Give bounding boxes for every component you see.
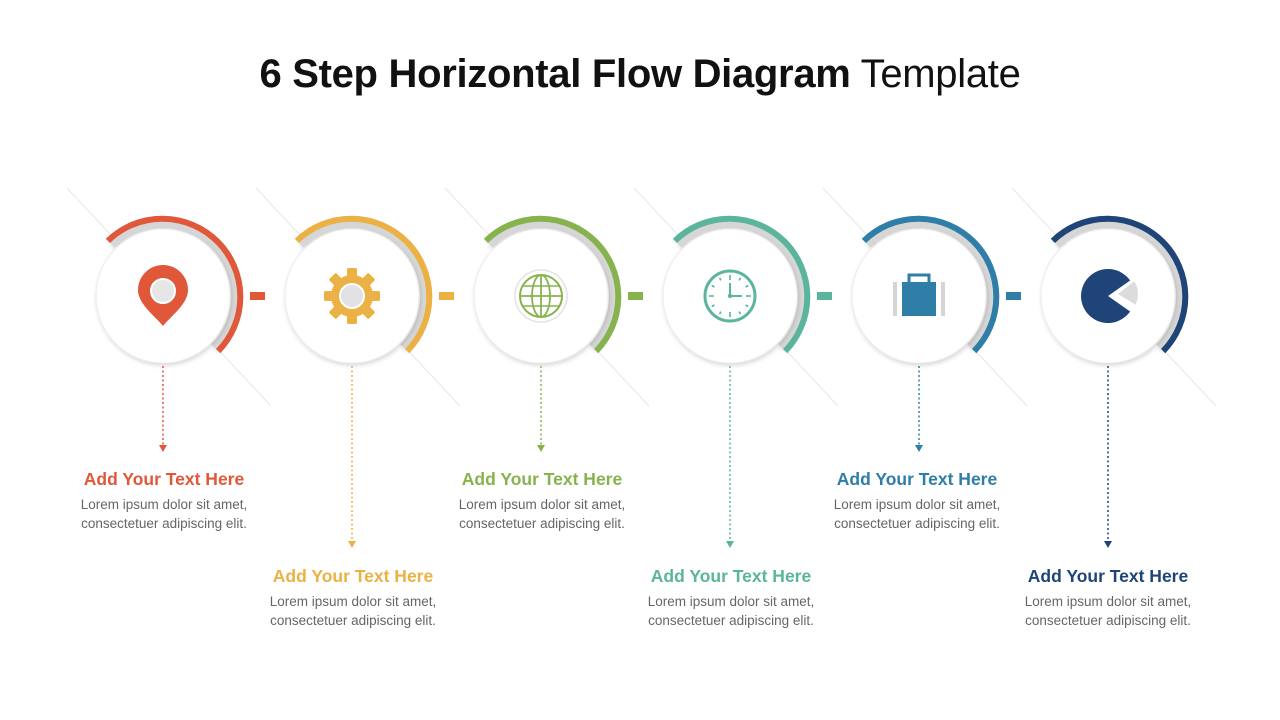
step-1-text-line2: consectetuer adipiscing elit. bbox=[81, 516, 247, 531]
step-5-text-line1: Lorem ipsum dolor sit amet, bbox=[833, 497, 1001, 512]
step-2-text-line2: consectetuer adipiscing elit. bbox=[270, 613, 436, 628]
step-3-node bbox=[444, 187, 650, 452]
step-6-node bbox=[1011, 187, 1217, 548]
gray-arc bbox=[298, 220, 428, 350]
step-5-heading: Add Your Text Here bbox=[836, 469, 998, 489]
gray-arc bbox=[487, 220, 617, 350]
color-arc bbox=[483, 215, 622, 354]
step-1-text-line1: Lorem ipsum dolor sit amet, bbox=[80, 497, 248, 512]
gray-arc bbox=[1054, 220, 1184, 350]
globe-icon bbox=[514, 269, 568, 323]
title-regular: Template bbox=[860, 52, 1021, 96]
step-6-text-line1: Lorem ipsum dolor sit amet, bbox=[1024, 594, 1192, 609]
arrow-head bbox=[348, 541, 356, 548]
gray-arc bbox=[676, 220, 806, 350]
gray-arc bbox=[865, 220, 995, 350]
step-1-node bbox=[66, 187, 272, 452]
step-6-text-line2: consectetuer adipiscing elit. bbox=[1025, 613, 1191, 628]
map-pin-icon bbox=[138, 265, 188, 326]
step-4-label: Add Your Text Here Lorem ipsum dolor sit… bbox=[611, 566, 851, 630]
color-arc bbox=[294, 215, 433, 354]
step-4-heading: Add Your Text Here bbox=[650, 566, 812, 586]
briefcase-icon bbox=[893, 273, 945, 316]
step-1-label: Add Your Text Here Lorem ipsum dolor sit… bbox=[44, 469, 284, 533]
step-6-heading: Add Your Text Here bbox=[1027, 566, 1189, 586]
step-3-heading: Add Your Text Here bbox=[461, 469, 623, 489]
step-2-node bbox=[255, 187, 461, 548]
step-5-node bbox=[822, 187, 1028, 452]
step-4-text-line1: Lorem ipsum dolor sit amet, bbox=[647, 594, 815, 609]
step-3-text-line2: consectetuer adipiscing elit. bbox=[459, 516, 625, 531]
step-5-label: Add Your Text Here Lorem ipsum dolor sit… bbox=[797, 469, 1037, 533]
step-5-text-line2: consectetuer adipiscing elit. bbox=[834, 516, 1000, 531]
step-2-text-line1: Lorem ipsum dolor sit amet, bbox=[269, 594, 437, 609]
arrow-head bbox=[726, 541, 734, 548]
color-arc bbox=[861, 215, 1000, 354]
step-6-label: Add Your Text Here Lorem ipsum dolor sit… bbox=[988, 566, 1228, 630]
arrow-head bbox=[1104, 541, 1112, 548]
title-bold: 6 Step Horizontal Flow Diagram bbox=[259, 52, 851, 96]
step-2-label: Add Your Text Here Lorem ipsum dolor sit… bbox=[233, 566, 473, 630]
arrow-head bbox=[159, 445, 167, 452]
step-3-text-line1: Lorem ipsum dolor sit amet, bbox=[458, 497, 626, 512]
clock-icon bbox=[703, 269, 757, 323]
step-4-text-line2: consectetuer adipiscing elit. bbox=[648, 613, 814, 628]
color-arc bbox=[672, 215, 811, 354]
step-4-node bbox=[633, 187, 839, 548]
step-2-heading: Add Your Text Here bbox=[272, 566, 434, 586]
step-3-label: Add Your Text Here Lorem ipsum dolor sit… bbox=[422, 469, 662, 533]
color-arc bbox=[105, 215, 244, 354]
pie-chart-icon bbox=[1081, 269, 1139, 324]
arrow-head bbox=[915, 445, 923, 452]
gear-icon bbox=[324, 268, 380, 324]
gray-arc bbox=[109, 220, 239, 350]
step-1-heading: Add Your Text Here bbox=[83, 469, 245, 489]
page-title: 6 Step Horizontal Flow Diagram Template bbox=[0, 52, 1280, 97]
arrow-head bbox=[537, 445, 545, 452]
color-arc bbox=[1050, 215, 1189, 354]
